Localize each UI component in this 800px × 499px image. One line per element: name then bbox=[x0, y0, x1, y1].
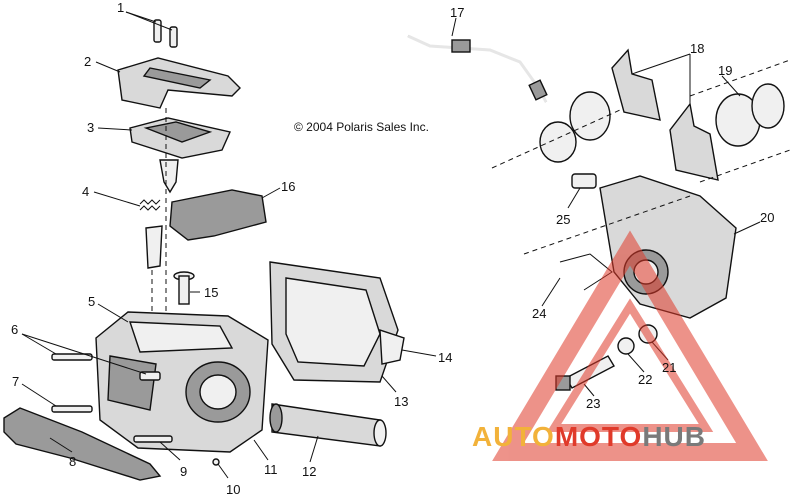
callout-20: 20 bbox=[760, 210, 774, 225]
callout-23: 23 bbox=[586, 396, 600, 411]
bleeder-part-25 bbox=[571, 173, 597, 189]
callout-11: 11 bbox=[264, 462, 278, 477]
callout-18: 18 bbox=[690, 41, 704, 56]
callout-25: 25 bbox=[556, 212, 570, 227]
clip-part-10 bbox=[212, 458, 220, 466]
callout-7: 7 bbox=[12, 374, 19, 389]
callout-16: 16 bbox=[281, 179, 295, 194]
brake-lever-part-8 bbox=[3, 407, 162, 481]
grip-part-12 bbox=[269, 403, 387, 447]
cover-plate-part-13 bbox=[269, 261, 399, 383]
diaphragm-part-3 bbox=[129, 117, 231, 159]
watermark-hub: HUB bbox=[642, 421, 706, 452]
callout-21: 21 bbox=[662, 360, 676, 375]
callout-12: 12 bbox=[302, 464, 316, 479]
watermark-text: AUTOMOTOHUB bbox=[472, 421, 706, 452]
callout-14: 14 bbox=[438, 350, 452, 365]
callout-4: 4 bbox=[82, 184, 89, 199]
callout-10: 10 bbox=[226, 482, 240, 497]
copyright-text: © 2004 Polaris Sales Inc. bbox=[294, 120, 429, 134]
bolt-part-7 bbox=[51, 405, 93, 413]
bracket-part-14 bbox=[379, 329, 405, 365]
watermark-moto: MOTO bbox=[555, 421, 642, 452]
callout-2: 2 bbox=[84, 54, 91, 69]
callout-6: 6 bbox=[11, 322, 18, 337]
callout-13: 13 bbox=[394, 394, 408, 409]
watermark-logo bbox=[492, 230, 768, 461]
bolt-part-9 bbox=[133, 435, 173, 443]
callout-22: 22 bbox=[638, 372, 652, 387]
callout-9: 9 bbox=[180, 464, 187, 479]
bolt-part-6 bbox=[51, 353, 161, 381]
brake-line-part-17 bbox=[407, 34, 548, 103]
master-cylinder-body-part-5 bbox=[95, 311, 269, 453]
callout-1: 1 bbox=[117, 0, 124, 15]
callout-24: 24 bbox=[532, 306, 546, 321]
callout-15: 15 bbox=[204, 285, 218, 300]
callout-8: 8 bbox=[69, 454, 76, 469]
clip-part-24 bbox=[559, 253, 613, 291]
callout-5: 5 bbox=[88, 294, 95, 309]
lever-bracket-part-16 bbox=[145, 189, 267, 269]
brake-pad-part-18 bbox=[611, 48, 719, 181]
watermark-auto: AUTO bbox=[472, 421, 555, 452]
piston-part-19 bbox=[539, 83, 785, 163]
pin-part-15 bbox=[173, 271, 195, 305]
reservoir-cover-part-2 bbox=[117, 57, 241, 109]
spring-part-4 bbox=[139, 199, 161, 211]
callout-17: 17 bbox=[450, 5, 464, 20]
callout-19: 19 bbox=[718, 63, 732, 78]
callout-3: 3 bbox=[87, 120, 94, 135]
float-part bbox=[159, 159, 179, 194]
washer-part-22 bbox=[617, 337, 635, 355]
